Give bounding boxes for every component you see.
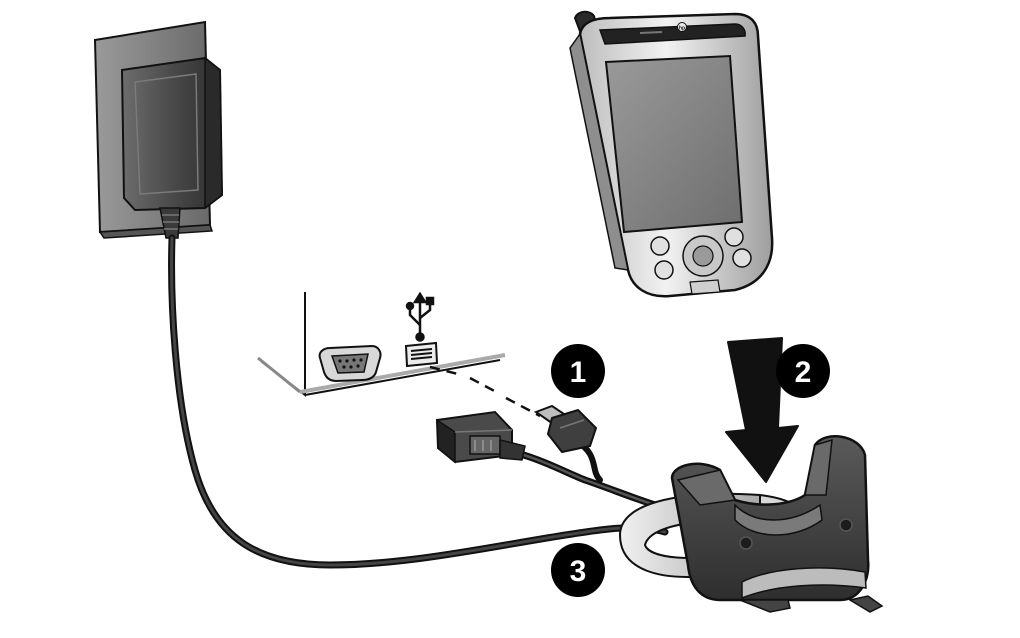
power-cable xyxy=(168,234,669,569)
step-badge-1: 1 xyxy=(551,344,605,398)
brand-logo: hp xyxy=(679,26,685,32)
usb-port-icon xyxy=(404,341,439,368)
power-adapter-icon xyxy=(93,20,224,239)
usb-insertion-guide xyxy=(429,365,541,418)
step-number-2: 2 xyxy=(795,356,812,389)
step-badge-3: 3 xyxy=(551,543,605,597)
usb-plug xyxy=(533,404,598,454)
usb-symbol-icon xyxy=(405,291,435,342)
pda-device: hp xyxy=(569,10,774,298)
step-number-3: 3 xyxy=(570,555,587,588)
cradle xyxy=(618,435,884,613)
serial-connector xyxy=(435,410,526,464)
step-badge-2: 2 xyxy=(776,344,830,398)
computer-back-panel xyxy=(257,292,506,398)
sync-cable xyxy=(501,437,684,516)
step-number-1: 1 xyxy=(570,356,587,389)
serial-port-icon xyxy=(318,344,382,383)
